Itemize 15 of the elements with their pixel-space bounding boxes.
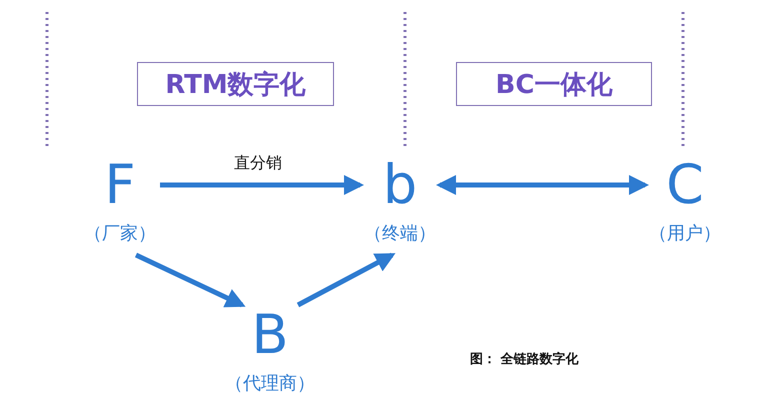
node-caption: （厂家） bbox=[84, 222, 156, 245]
node-caption: （代理商） bbox=[225, 372, 315, 395]
node-letter: B bbox=[251, 305, 289, 365]
arrow bbox=[296, 252, 396, 308]
node-letter: F bbox=[104, 155, 136, 215]
title-box: RTM数字化 bbox=[137, 62, 334, 106]
node-caption: （终端） bbox=[364, 222, 436, 245]
arrow bbox=[160, 175, 364, 195]
node-letter: C bbox=[666, 155, 704, 215]
caption: 图： 全链路数字化 bbox=[470, 350, 579, 368]
arrow bbox=[134, 252, 246, 308]
title-box: BC一体化 bbox=[456, 62, 652, 106]
node-caption: （用户） bbox=[649, 222, 721, 245]
arrow bbox=[436, 175, 649, 195]
node-letter: b bbox=[382, 155, 418, 215]
